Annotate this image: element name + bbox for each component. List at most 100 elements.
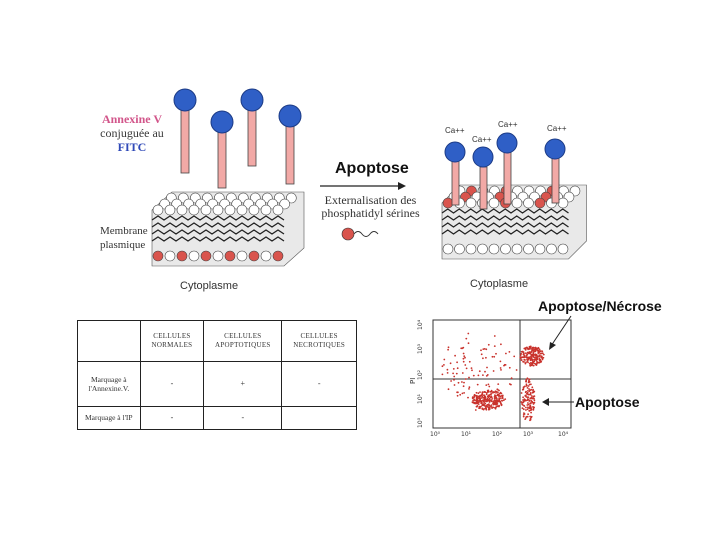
lipid-head (237, 251, 247, 261)
arrow-right-icon (318, 180, 408, 192)
event-dot (501, 393, 503, 395)
membrane-left-illustration (150, 80, 310, 280)
event-dot (488, 396, 490, 398)
event-dot (448, 346, 450, 348)
event-dot (485, 357, 487, 359)
event-dot (488, 384, 490, 386)
event-dot (504, 398, 506, 400)
lipid-head (165, 251, 175, 261)
event-dot (480, 349, 482, 351)
event-dot (448, 388, 450, 390)
event-dot (527, 347, 529, 349)
event-dot (495, 392, 497, 394)
calcium-label-1: Ca++ (445, 126, 465, 135)
event-dot (493, 370, 495, 372)
event-dot (462, 393, 464, 395)
membrane-right-illustration (440, 115, 590, 280)
event-dot (523, 353, 525, 355)
event-dot (456, 361, 458, 363)
event-dot (484, 401, 486, 403)
header-apoptotic: CELLULES APOPTOTIQUES (204, 321, 282, 362)
event-dot (493, 403, 495, 405)
event-dot (482, 374, 484, 376)
event-dot (530, 403, 532, 405)
event-dot (456, 391, 458, 393)
event-dot (492, 356, 494, 358)
event-dot (530, 397, 532, 399)
event-dot (462, 372, 464, 374)
event-dot (525, 363, 527, 365)
event-dot (471, 367, 473, 369)
event-dot (523, 416, 525, 418)
event-dot (494, 407, 496, 409)
membrane-label: Membrane plasmique (100, 224, 160, 252)
lipid-head (261, 251, 271, 261)
annexin-label-line3: FITC (92, 140, 172, 154)
event-dot (530, 389, 532, 391)
event-dot (467, 333, 469, 335)
event-dot (523, 405, 525, 407)
lipid-head (535, 244, 545, 254)
event-dot (509, 367, 511, 369)
annexin-probe (211, 111, 233, 188)
annotation-apoptosis-necrosis: Apoptose/Nécrose (538, 298, 662, 314)
event-dot (479, 397, 481, 399)
annexin-probes (174, 89, 301, 188)
event-dot (491, 399, 493, 401)
event-dot (526, 416, 528, 418)
event-dot (530, 400, 532, 402)
event-dot (494, 345, 496, 347)
event-dot (537, 351, 539, 353)
event-dot (447, 349, 449, 351)
event-dot (480, 406, 482, 408)
lipid-head (249, 251, 259, 261)
lipid-head (512, 198, 522, 208)
event-dot (530, 392, 532, 394)
event-dot (530, 401, 532, 403)
event-dot (521, 359, 523, 361)
event-dot (485, 384, 487, 386)
lipid-head (153, 251, 163, 261)
event-dot (454, 384, 456, 386)
event-dot (531, 347, 533, 349)
event-dot (528, 404, 530, 406)
y-tick-label: 10¹ (417, 393, 424, 404)
event-dot (494, 335, 496, 337)
event-dot (526, 383, 528, 385)
event-dot (483, 397, 485, 399)
event-dot (456, 373, 458, 375)
event-dot (479, 391, 481, 393)
lipid-head (177, 251, 187, 261)
cell-value: - (140, 406, 204, 429)
lipid-head (237, 205, 247, 215)
arrow-up-right-icon (545, 312, 575, 352)
annexin-probe (174, 89, 196, 173)
event-dot (540, 350, 542, 352)
event-dot (531, 416, 533, 418)
event-dot (472, 397, 474, 399)
event-dot (525, 409, 527, 411)
process-title: Apoptose (335, 160, 409, 178)
table-row: Marquage à l'IP - - (78, 406, 357, 429)
lipid-head (547, 244, 557, 254)
event-dot (525, 407, 527, 409)
lipid-bilayer-right (442, 185, 587, 259)
event-dot (453, 368, 455, 370)
event-dot (501, 400, 503, 402)
cell-value: + (204, 362, 282, 407)
event-dot (505, 353, 507, 355)
lipid-head (273, 251, 283, 261)
event-dot (443, 364, 445, 366)
event-dot (520, 358, 522, 360)
lipid-head (478, 244, 488, 254)
event-dot (516, 369, 518, 371)
y-tick-label: 10³ (417, 343, 424, 354)
event-dot (496, 405, 498, 407)
cell-value: - (282, 362, 357, 407)
header-normal: CELLULES NORMALES (140, 321, 204, 362)
y-tick-label: 10⁴ (417, 319, 424, 330)
event-dot (522, 351, 524, 353)
event-dot (524, 418, 526, 420)
event-dot (471, 369, 473, 371)
event-dot (491, 404, 493, 406)
